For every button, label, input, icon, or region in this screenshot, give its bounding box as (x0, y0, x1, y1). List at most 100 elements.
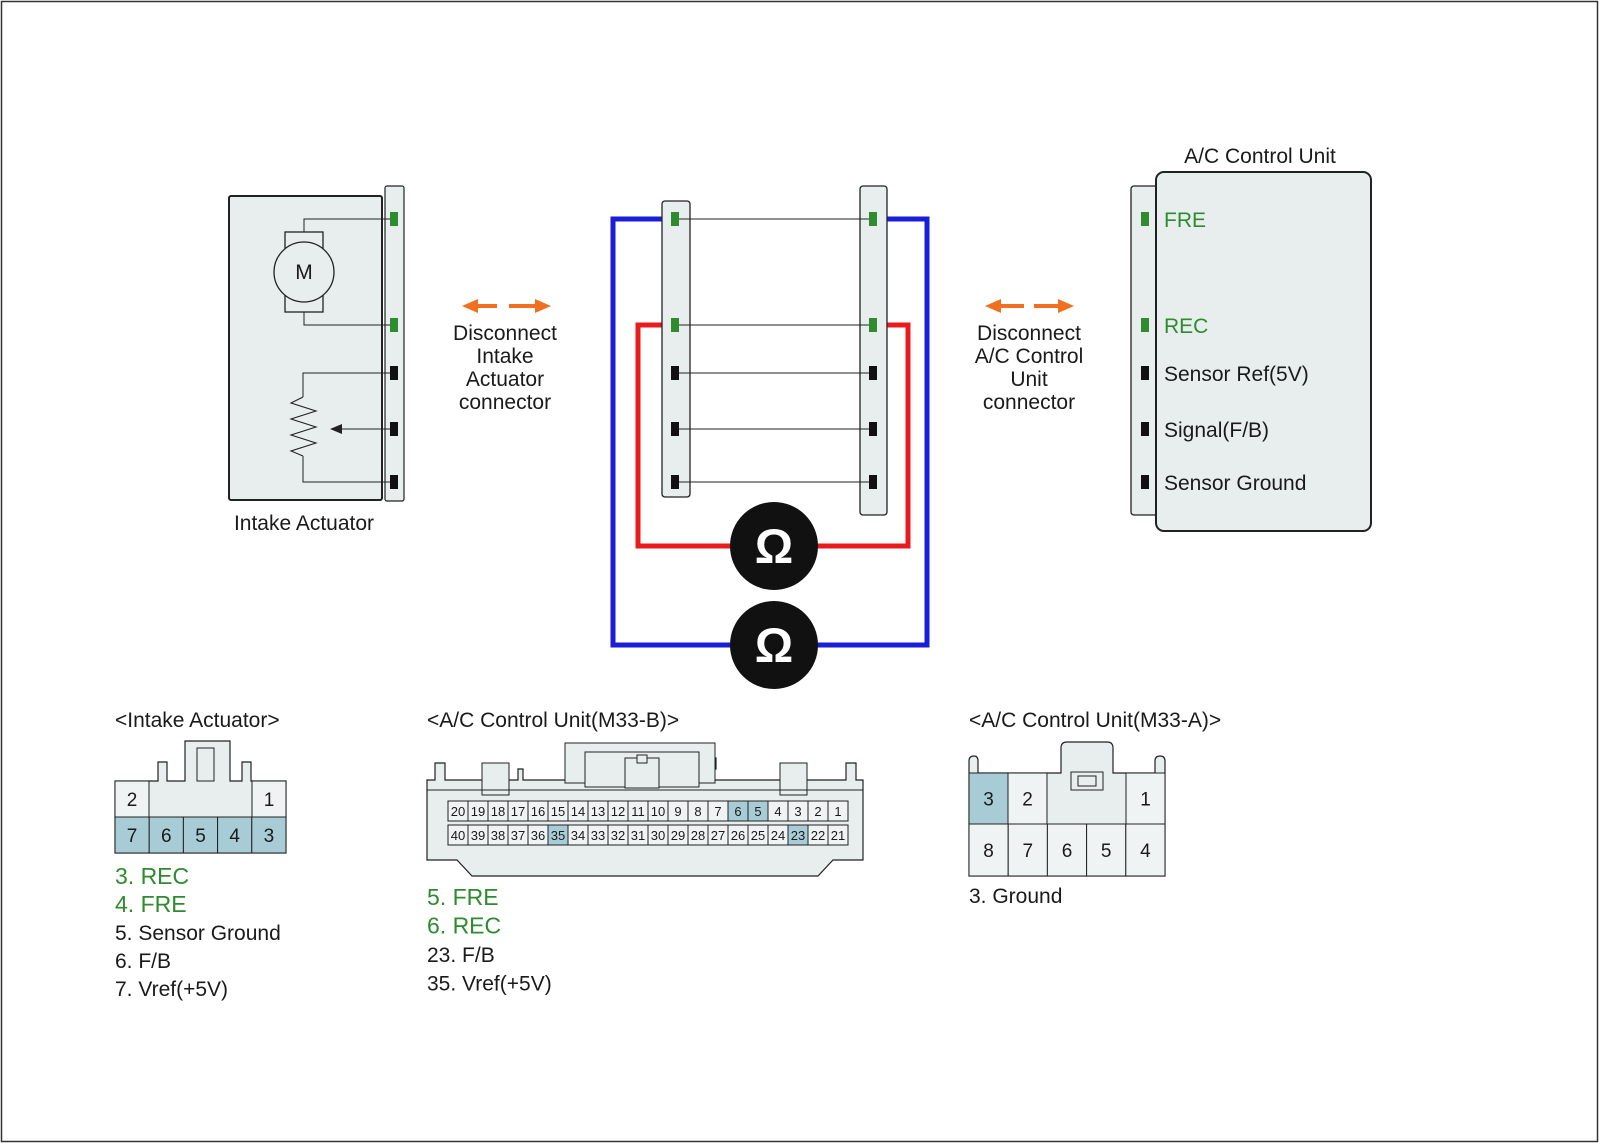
harness-left-pin (671, 422, 679, 436)
m33b-cavity-label: 1 (834, 804, 841, 819)
intake-actuator-label: Intake Actuator (234, 512, 374, 535)
disconnect-intake-note: Disconnect Intake Actuator connector (453, 299, 557, 414)
intake-actuator-body (228, 195, 383, 501)
red-wire (635, 322, 732, 549)
m33a-pin-item: 3. Ground (969, 885, 1062, 908)
ac-control-unit-pin (1141, 318, 1149, 332)
disconnect-right-line-1: Disconnect (977, 322, 1081, 345)
m33b-cavity-label: 15 (551, 804, 565, 819)
m33b-cavity-label: 34 (571, 828, 585, 843)
m33a-cavity-label: 1 (1140, 790, 1151, 811)
disconnect-right-line-4: connector (983, 391, 1075, 414)
harness-left-pin (671, 212, 679, 226)
test-harness: Ω Ω (610, 185, 930, 689)
m33b-cavity-label: 13 (591, 804, 605, 819)
intake-actuator: M Intake Actuator (228, 185, 405, 535)
m33b-cavity-label: 3 (794, 804, 801, 819)
intake-actuator-cavity-label: 1 (264, 790, 275, 811)
ac-control-unit-body (1155, 171, 1372, 532)
ohmmeter-red-icon: Ω (730, 502, 818, 590)
harness-left-connector (661, 200, 691, 498)
blue-wire (610, 216, 732, 648)
harness-right-connector (859, 185, 888, 516)
disconnect-left-line-3: Actuator (466, 368, 544, 391)
m33a-cavity-label: 7 (1023, 841, 1034, 862)
intake-actuator-pin-item: 5. Sensor Ground (115, 922, 281, 945)
m33b-cavity-label: 23 (791, 828, 805, 843)
ohm-symbol-2: Ω (755, 620, 793, 673)
intake-actuator-pin (390, 318, 398, 332)
m33a-cavity-label: 5 (1101, 841, 1112, 862)
m33b-pin-item: 23. F/B (427, 944, 495, 967)
m33b-pin-item: 6. REC (427, 913, 501, 939)
m33a-connector-title: <A/C Control Unit(M33-A)> (969, 709, 1221, 732)
intake-actuator-cavity-label: 6 (161, 826, 172, 847)
intake-actuator-cavity-label: 5 (195, 826, 206, 847)
intake-actuator-cavity (148, 816, 184, 854)
m33b-cavity-label: 19 (471, 804, 485, 819)
m33b-cavity (827, 800, 849, 822)
intake-actuator-cavity-label: 3 (264, 826, 275, 847)
m33b-cavity (827, 824, 849, 846)
m33b-cavity-label: 25 (751, 828, 765, 843)
harness-right-pin (869, 318, 877, 332)
intake-actuator-cavity (217, 816, 253, 854)
blue-wire-return (816, 216, 930, 648)
intake-actuator-connector-strip (384, 185, 405, 502)
disconnect-right-line-3: Unit (1010, 368, 1048, 391)
harness-left-pin (671, 366, 679, 380)
harness-left-pin (671, 475, 679, 489)
m33b-cavity-label: 35 (551, 828, 565, 843)
harness-right-pin (869, 475, 877, 489)
intake-actuator-pin (390, 212, 398, 226)
m33b-cavity-label: 36 (531, 828, 545, 843)
disconnect-left-line-2: Intake (476, 345, 533, 368)
m33b-cavity-label: 21 (831, 828, 845, 843)
ac-control-unit-pin (1141, 366, 1149, 380)
m33a-cavity-label: 6 (1062, 841, 1073, 862)
m33b-cavity-label: 32 (611, 828, 625, 843)
intake-actuator-cavity-label: 7 (127, 826, 138, 847)
intake-actuator-pin-item: 4. FRE (115, 891, 187, 917)
m33a-cavity (1046, 823, 1088, 877)
m33b-cavity-label: 11 (631, 804, 645, 819)
intake-actuator-cavity (251, 816, 287, 854)
m33b-cavity-label: 20 (451, 804, 465, 819)
m33b-cavity-label: 26 (731, 828, 745, 843)
intake-actuator-pin-item: 6. F/B (115, 950, 171, 973)
double-arrow-icon (985, 299, 1074, 313)
m33b-pin-item: 5. FRE (427, 884, 499, 910)
double-arrow-icon (462, 299, 551, 313)
intake-actuator-pin (390, 422, 398, 436)
m33b-pin-item: 35. Vref(+5V) (427, 973, 552, 996)
m33b-cavity-label: 28 (691, 828, 705, 843)
red-wire-return (816, 322, 911, 549)
m33b-cavity-label: 37 (511, 828, 525, 843)
m33b-cavity-label: 27 (711, 828, 725, 843)
disconnect-left-line-4: connector (459, 391, 551, 414)
ac-control-unit-pin-label: Signal(F/B) (1164, 419, 1269, 442)
intake-actuator-connector-title: <Intake Actuator> (115, 709, 280, 732)
m33b-cavity-label: 9 (674, 804, 681, 819)
m33a-cavity (1086, 823, 1127, 877)
m33b-cavity-label: 24 (771, 828, 785, 843)
harness-right-pin (869, 212, 877, 226)
m33b-cavity-label: 17 (511, 804, 525, 819)
intake-actuator-cavity (182, 816, 219, 854)
ac-control-unit-pin-label: REC (1164, 315, 1208, 338)
disconnect-ac-note: Disconnect A/C Control Unit connector (975, 299, 1084, 414)
m33b-cavity-label: 6 (734, 804, 741, 819)
intake-actuator-pin-item: 7. Vref(+5V) (115, 978, 228, 1001)
m33b-cavity-label: 18 (491, 804, 505, 819)
disconnect-right-line-2: A/C Control (975, 345, 1084, 368)
ac-control-unit-pin-label: FRE (1164, 209, 1206, 232)
m33b-cavity-label: 30 (651, 828, 665, 843)
potentiometer-icon (289, 372, 393, 483)
m33b-cavity-label: 40 (451, 828, 465, 843)
intake-actuator-pin-item: 3. REC (115, 863, 189, 889)
m33a-cavity (1007, 823, 1048, 877)
ohm-symbol-1: Ω (755, 521, 793, 574)
